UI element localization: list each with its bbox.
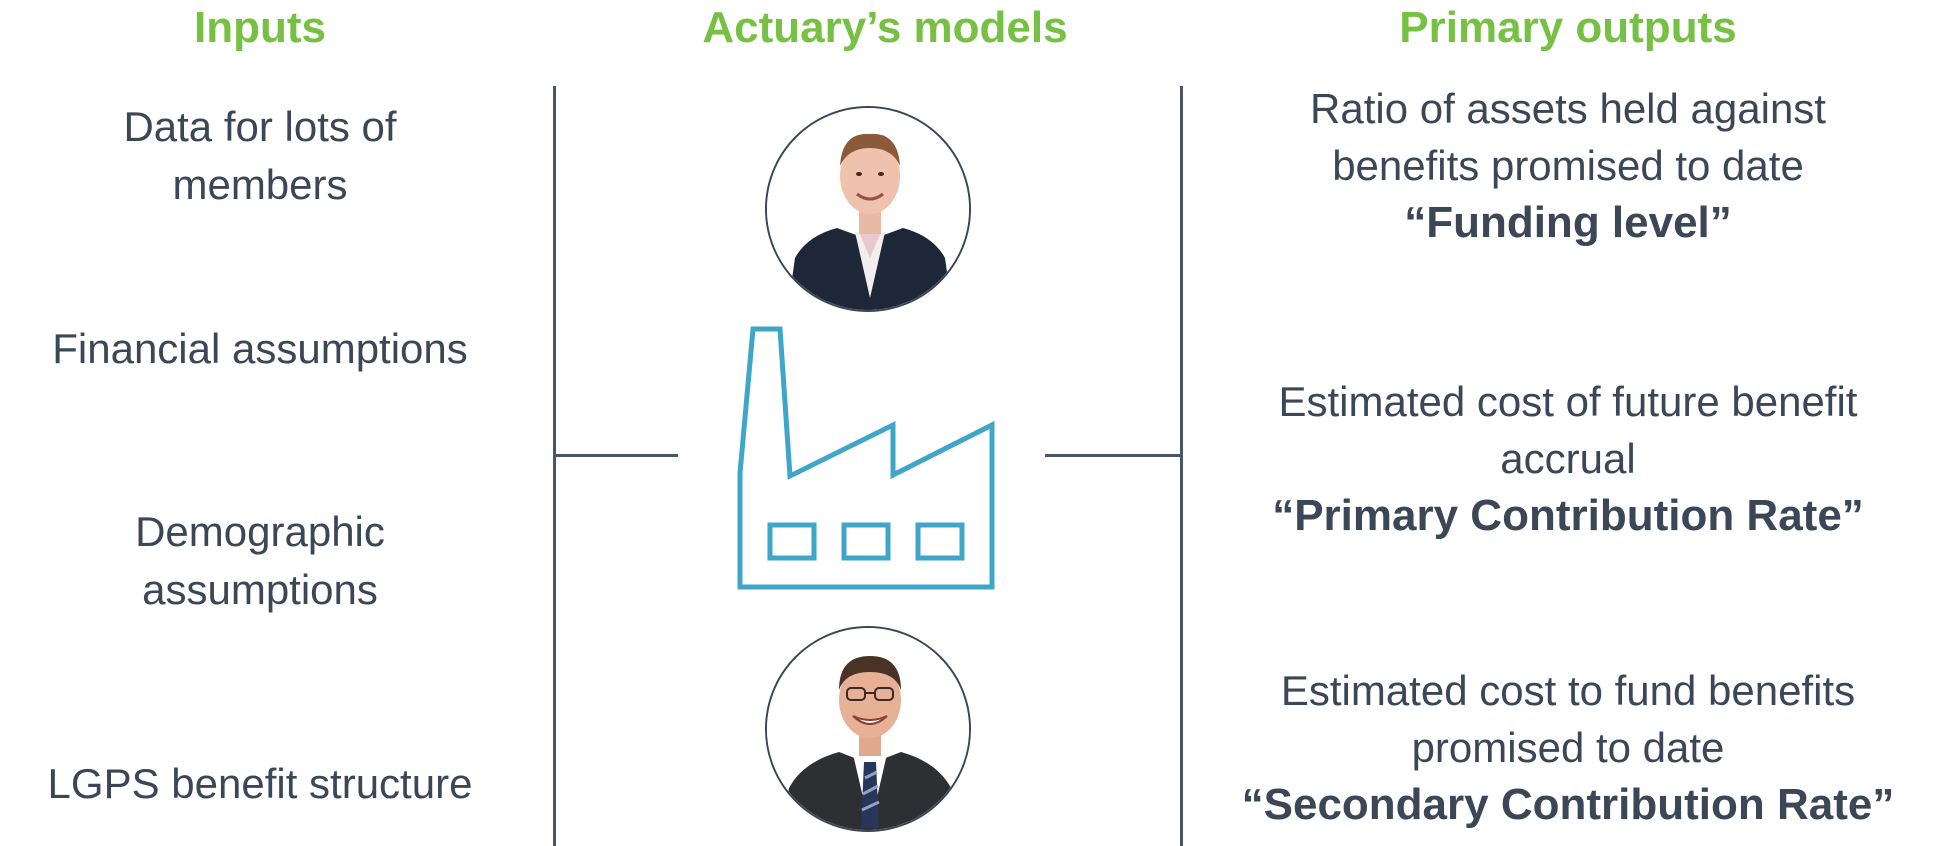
output-secondary-contribution-rate-term: “Secondary Contribution Rate” [1241, 780, 1895, 829]
inputs-heading: Inputs [194, 3, 326, 52]
left-connector [555, 454, 678, 457]
output-funding-level-term: “Funding level” [1404, 198, 1732, 247]
input-demographic-assumptions: Demographic assumptions [0, 503, 520, 619]
input-demographic-assumptions-label: Demographic assumptions [135, 508, 385, 613]
output-primary-contribution-rate-description: Estimated cost of future benefit accrual [1278, 378, 1858, 482]
input-member-data-label: Data for lots of members [123, 103, 397, 208]
input-lgps-benefit-structure: LGPS benefit structure [47, 760, 473, 807]
output-primary-contribution-rate-term: “Primary Contribution Rate” [1272, 491, 1864, 540]
person-photo-icon [765, 106, 971, 312]
factory-icon [737, 326, 995, 590]
models-heading: Actuary’s models [702, 3, 1068, 52]
output-secondary-contribution-rate: Estimated cost to fund benefits promised… [1200, 662, 1936, 833]
person-photo-icon [765, 626, 971, 832]
output-funding-level-description: Ratio of assets held against benefits pr… [1310, 85, 1826, 189]
output-secondary-contribution-rate-description: Estimated cost to fund benefits promised… [1280, 667, 1856, 771]
left-divider [553, 86, 556, 846]
input-financial-assumptions: Financial assumptions [52, 325, 468, 372]
right-connector [1045, 454, 1182, 457]
output-primary-contribution-rate: Estimated cost of future benefit accrual… [1200, 373, 1936, 544]
outputs-heading: Primary outputs [1399, 3, 1737, 52]
output-funding-level: Ratio of assets held against benefits pr… [1200, 80, 1936, 251]
input-member-data: Data for lots of members [0, 98, 520, 214]
right-divider [1180, 86, 1183, 846]
